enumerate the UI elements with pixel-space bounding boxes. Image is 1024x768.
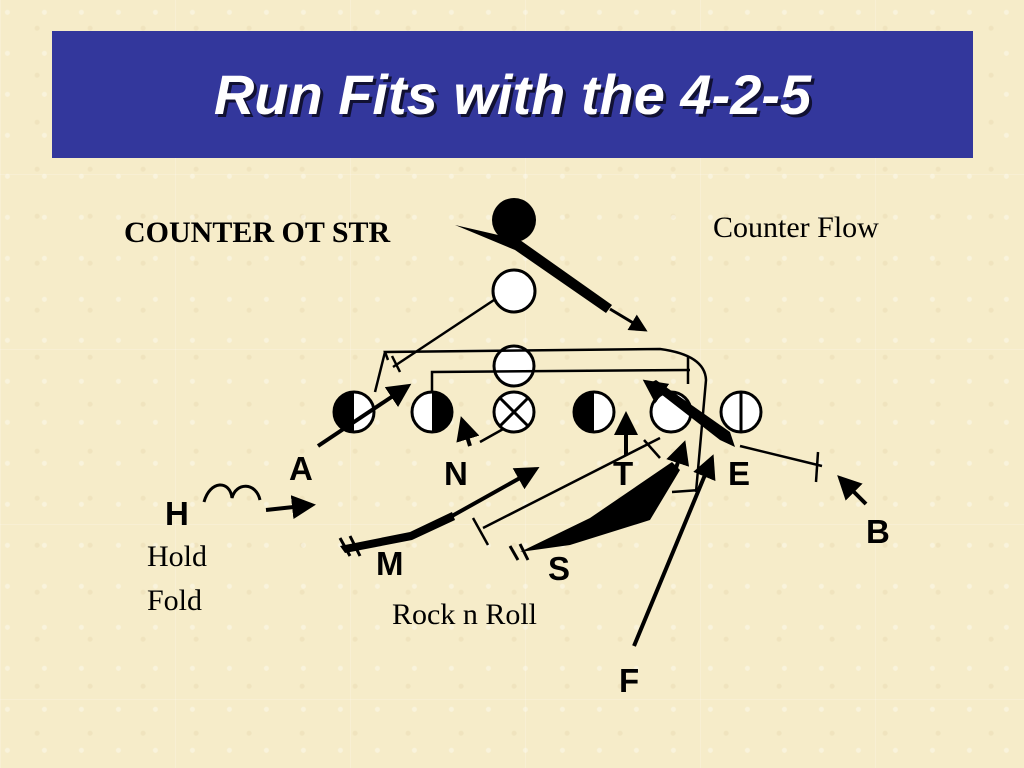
rock-n-roll-label: Rock n Roll [392, 598, 538, 631]
defender-s: S [548, 550, 571, 587]
fullback [491, 268, 537, 314]
lineman-4 [572, 390, 616, 434]
defender-e: E [728, 455, 751, 492]
defender-m: M [376, 545, 404, 582]
defender-t: T [613, 455, 634, 492]
title-banner: Run Fits with the 4-2-5 [52, 31, 973, 158]
defender-h: H [165, 495, 189, 532]
rb-counter-path [455, 225, 648, 332]
hold-label: Hold [147, 540, 207, 573]
defender-b: B [866, 513, 890, 550]
running-back [492, 198, 536, 242]
center [492, 390, 536, 434]
quarterback [492, 344, 536, 388]
counter-flow-label: Counter Flow [713, 211, 879, 244]
defender-a: A [289, 450, 313, 487]
play-label: COUNTER OT STR [124, 216, 391, 249]
lineman-2 [410, 390, 454, 434]
tight-end [719, 390, 763, 434]
blocking-lines [373, 298, 823, 546]
defender-f: F [619, 662, 640, 699]
defender-n: N [444, 455, 468, 492]
defender-paths [202, 379, 868, 647]
slide-title: Run Fits with the 4-2-5 [213, 63, 812, 126]
lineman-1 [332, 390, 376, 434]
fold-label: Fold [147, 584, 203, 617]
